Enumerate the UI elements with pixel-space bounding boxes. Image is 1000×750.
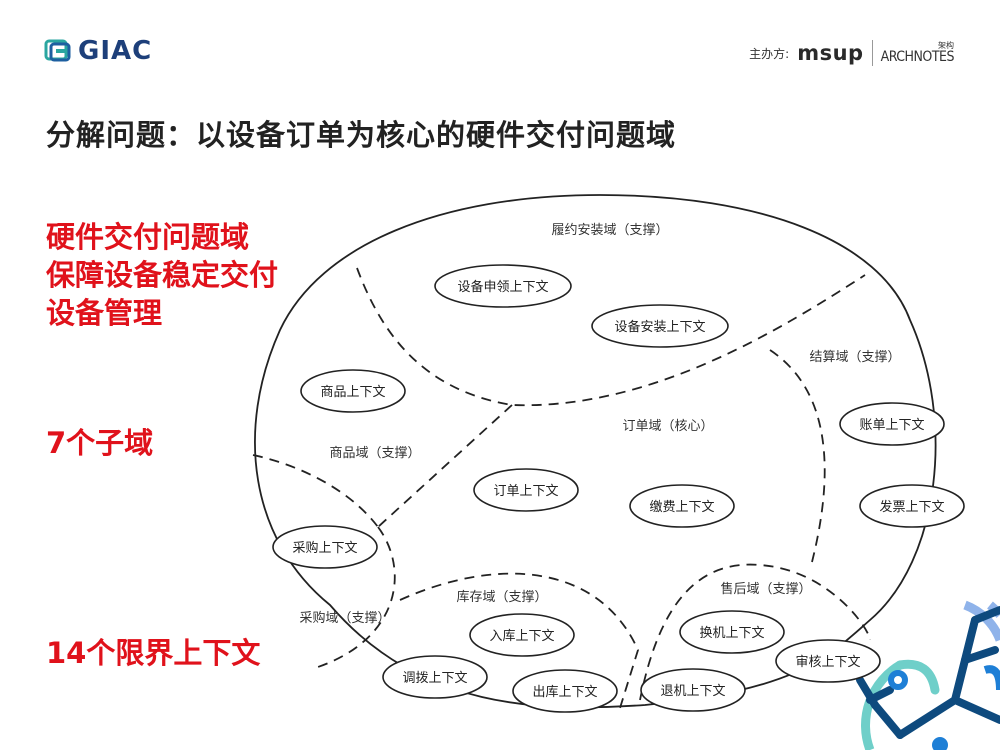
context-product bbox=[300, 369, 406, 413]
context-purchase bbox=[272, 525, 378, 569]
context-label-payment: 缴费上下文 bbox=[649, 500, 714, 515]
context-label-product: 商品上下文 bbox=[320, 385, 385, 400]
context-count: 14个限界上下文 bbox=[46, 636, 261, 670]
context-label-review: 审核上下文 bbox=[795, 655, 860, 670]
context-device-install bbox=[591, 304, 729, 348]
note-line-3: 设备管理 bbox=[46, 296, 163, 330]
giac-logo-icon bbox=[44, 39, 71, 62]
context-label-invoice: 发票上下文 bbox=[879, 499, 944, 515]
context-order bbox=[473, 468, 579, 512]
sponsor-label: 主办方: bbox=[749, 46, 790, 61]
subdomain-boundaries bbox=[252, 267, 871, 709]
context-label-transfer: 调拨上下文 bbox=[402, 671, 467, 686]
domain-label-settlement: 结算域（支撑） bbox=[809, 350, 900, 365]
domain-label-purchase: 采购域（支撑） bbox=[299, 610, 390, 626]
archnotes-text: ARCHNOTES bbox=[880, 49, 955, 65]
context-label-stock-out: 出库上下文 bbox=[532, 684, 597, 700]
context-label-bill: 账单上下文 bbox=[859, 418, 924, 433]
context-transfer bbox=[382, 655, 488, 699]
context-return bbox=[640, 668, 746, 712]
archnotes-chinese: 架构 bbox=[938, 41, 954, 50]
sponsor-bar: 主办方: msup 架构 ARCHNOTES bbox=[749, 40, 955, 66]
problem-domain-notes: 硬件交付问题域 保障设备稳定交付 设备管理 bbox=[46, 218, 278, 332]
context-label-device-install: 设备安装上下文 bbox=[614, 319, 705, 335]
context-label-order: 订单上下文 bbox=[493, 484, 558, 499]
context-exchange bbox=[679, 610, 785, 654]
context-bill bbox=[839, 402, 945, 446]
note-line-2: 保障设备稳定交付 bbox=[46, 258, 279, 292]
sponsor-divider bbox=[871, 40, 873, 66]
context-label-exchange: 换机上下文 bbox=[699, 626, 764, 641]
context-label-device-apply: 设备申领上下文 bbox=[457, 279, 548, 295]
logo-text: GIAC bbox=[78, 36, 153, 66]
context-device-apply bbox=[434, 264, 572, 308]
domain-label-product: 商品域（支撑） bbox=[329, 446, 420, 461]
context-stock-in bbox=[469, 613, 575, 657]
problem-space-boundary bbox=[254, 194, 937, 709]
domain-label-inventory: 库存域（支撑） bbox=[456, 589, 547, 605]
context-invoice bbox=[859, 484, 965, 528]
msup-logo: msup bbox=[797, 41, 864, 65]
subdomain-count: 7个子域 bbox=[46, 426, 154, 460]
domain-label-order: 订单域（核心） bbox=[622, 419, 713, 434]
context-label-return: 退机上下文 bbox=[660, 684, 725, 699]
domain-label-after-sales: 售后域（支撑） bbox=[720, 581, 811, 597]
archnotes-logo: 架构 ARCHNOTES bbox=[880, 41, 955, 65]
domain-label-fulfillment: 履约安装域（支撑） bbox=[551, 223, 668, 238]
context-payment bbox=[629, 484, 735, 528]
context-stock-out bbox=[512, 669, 618, 713]
page-title: 分解问题：以设备订单为核心的硬件交付问题域 bbox=[46, 118, 677, 152]
context-label-stock-in: 入库上下文 bbox=[489, 628, 554, 644]
giac-logo: GIAC bbox=[44, 36, 152, 66]
note-line-1: 硬件交付问题域 bbox=[46, 220, 250, 254]
context-review bbox=[775, 639, 881, 683]
context-label-purchase: 采购上下文 bbox=[292, 540, 357, 556]
decorative-network-graphic bbox=[856, 600, 1000, 750]
